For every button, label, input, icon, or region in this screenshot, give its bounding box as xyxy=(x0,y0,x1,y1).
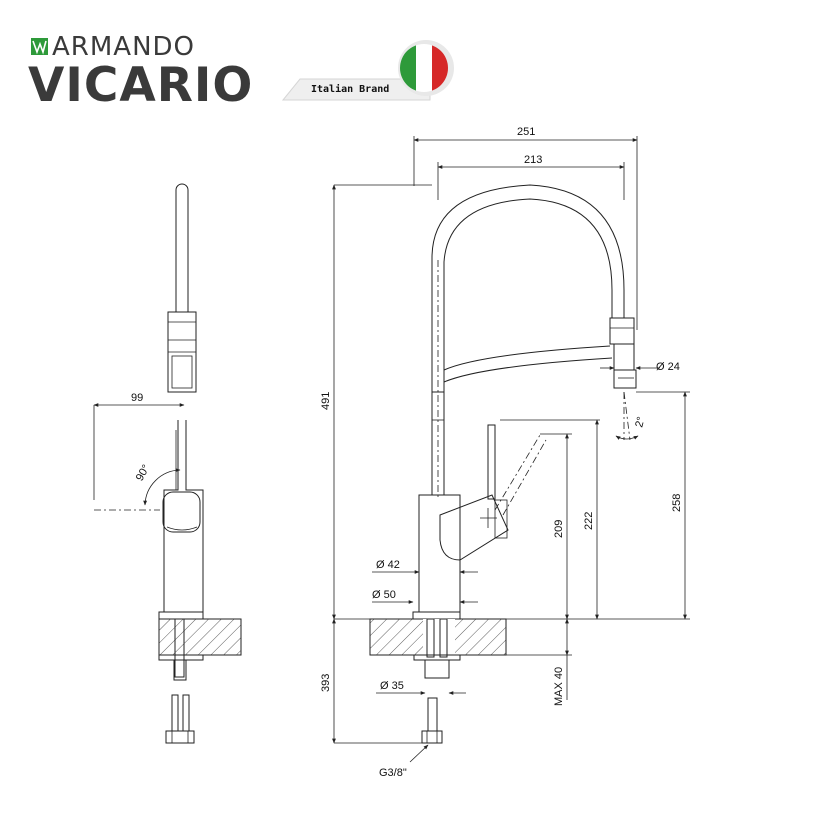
brand-line2: VICARIO xyxy=(28,58,253,113)
height-total-dim: 491 xyxy=(320,392,332,410)
width-outer-dim: 251 xyxy=(517,126,535,138)
width-inner-dim: 213 xyxy=(524,154,542,166)
reach-dim: 99 xyxy=(131,392,143,404)
angle-dim: 90° xyxy=(134,463,153,483)
head-tilt-dim: 2° xyxy=(633,415,647,428)
max-deck-dim: MAX 40 xyxy=(553,667,565,706)
handle-height-dim: 222 xyxy=(583,512,595,530)
brand-logo: ARMANDO VICARIO Italian Brand xyxy=(28,32,454,113)
tagline: Italian Brand xyxy=(311,83,389,95)
italian-flag-icon xyxy=(398,40,454,96)
va-monogram-icon xyxy=(31,38,48,55)
head-diameter-dim: Ø 24 xyxy=(656,361,680,373)
spout-height-dim: 258 xyxy=(671,494,683,512)
body-diameter-dim: Ø 42 xyxy=(376,559,400,571)
connection-dim: G3/8" xyxy=(379,767,407,779)
side-view: 99 90° xyxy=(93,183,242,744)
front-view: 251 213 491 393 Ø 24 2° 258 222 xyxy=(320,126,690,779)
below-deck-dim: 393 xyxy=(320,674,332,692)
lever-height-dim: 209 xyxy=(553,520,565,538)
shank-diameter-dim: Ø 35 xyxy=(380,680,404,692)
base-diameter-dim: Ø 50 xyxy=(372,589,396,601)
italian-brand-badge: Italian Brand xyxy=(281,78,431,101)
brand-line1: ARMANDO xyxy=(52,32,195,62)
